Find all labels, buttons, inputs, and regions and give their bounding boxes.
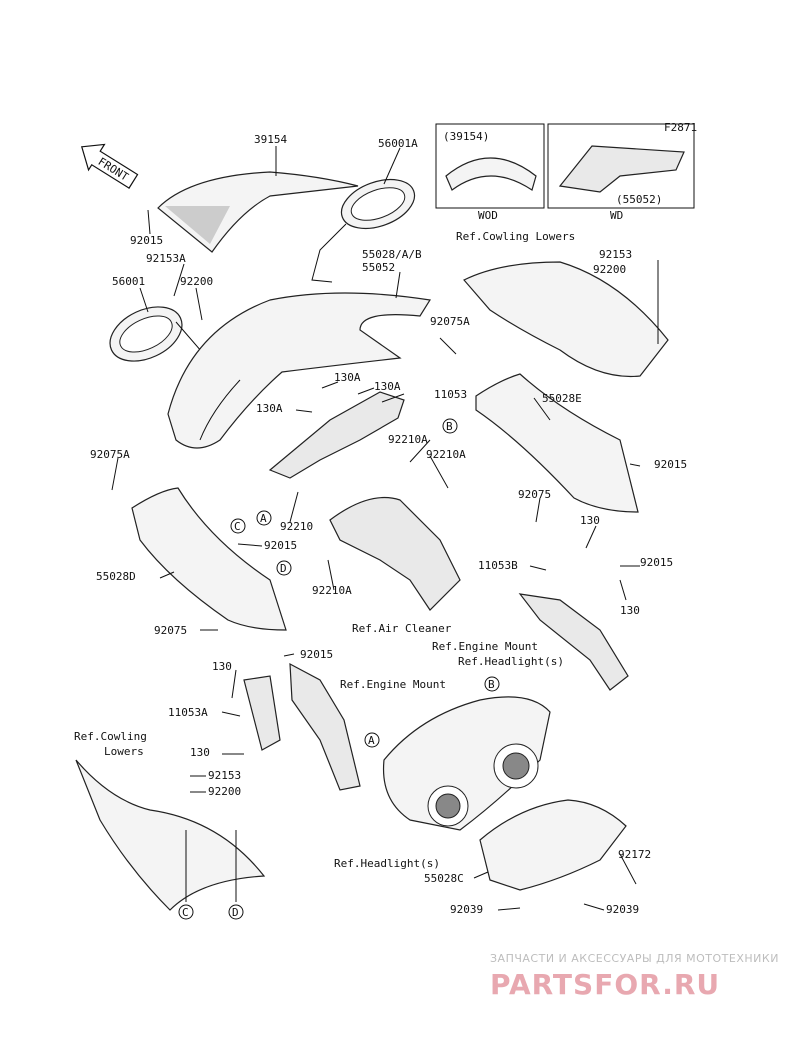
callout-d-upper: D	[276, 560, 292, 576]
watermark-logo: PARTSFOR.RU	[490, 968, 720, 1001]
part-label: 130A	[374, 380, 401, 393]
part-label: 92015	[654, 458, 687, 471]
part-label: 39154	[254, 133, 287, 146]
part-label: 130A	[256, 402, 283, 415]
bracket-11053	[268, 391, 405, 479]
part-label: 92172	[618, 848, 651, 861]
ref-engine-mount-left: Ref.Engine Mount	[340, 678, 446, 691]
part-label: 92210	[280, 520, 313, 533]
bracket-engine-mount-left	[289, 662, 361, 791]
callout-a-upper: A	[256, 510, 272, 526]
part-label: 92015	[264, 539, 297, 552]
part-label: 11053B	[478, 559, 518, 572]
part-label: 92210A	[388, 433, 428, 446]
part-label: 92200	[208, 785, 241, 798]
svg-text:D: D	[280, 562, 287, 575]
part-label: 92200	[180, 275, 213, 288]
part-label: 92075	[154, 624, 187, 637]
part-label: 92153	[599, 248, 632, 261]
callout-c-lower: C	[178, 904, 194, 920]
inner-panel	[329, 496, 461, 611]
ref-cowling-lowers-left-2: Lowers	[104, 745, 144, 758]
part-label: 55028/A/B	[362, 248, 422, 261]
part-label: 92015	[640, 556, 673, 569]
upper-cowl-55028	[167, 292, 431, 449]
svg-text:B: B	[488, 678, 495, 691]
callout-d-lower: D	[228, 904, 244, 920]
part-label: 92039	[606, 903, 639, 916]
ref-cowling-lowers-left-1: Ref.Cowling	[74, 730, 147, 743]
part-label: 55028D	[96, 570, 136, 583]
callout-b-lower: B	[484, 676, 500, 692]
svg-text:D: D	[232, 906, 239, 919]
part-label: 56001	[112, 275, 145, 288]
part-label: 92075A	[430, 315, 470, 328]
bracket-11053a	[243, 675, 281, 751]
panel-55028d	[131, 487, 287, 631]
part-label: 130	[580, 514, 600, 527]
part-label: 11053	[434, 388, 467, 401]
part-label: 55028C	[424, 872, 464, 885]
part-label: 92075A	[90, 448, 130, 461]
inset-wod: (39154) WOD	[435, 123, 545, 222]
part-label: 92153	[208, 769, 241, 782]
headlight-assembly	[382, 696, 551, 831]
front-arrow-icon: FRONT	[80, 143, 139, 189]
part-label: 130	[620, 604, 640, 617]
part-label: 92039	[450, 903, 483, 916]
inset-wd-caption: WD	[610, 209, 623, 222]
part-label: 92015	[300, 648, 333, 661]
ref-cowling-lowers-top: Ref.Cowling Lowers	[456, 230, 575, 243]
bracket-11053b	[518, 593, 629, 691]
watermark-subtitle: ЗАПЧАСТИ И АКСЕССУАРЫ ДЛЯ МОТОТЕХНИКИ	[490, 952, 779, 965]
ref-air-cleaner: Ref.Air Cleaner	[352, 622, 452, 635]
part-label: 130	[190, 746, 210, 759]
part-label: 92075	[518, 488, 551, 501]
part-label: 92200	[593, 263, 626, 276]
panel-55028c	[479, 799, 627, 891]
part-label: 92210A	[312, 584, 352, 597]
cowling-lower-left	[75, 759, 266, 911]
callout-c-upper: C	[230, 518, 246, 534]
figure-id: F2871	[664, 121, 697, 134]
cowling-lower-right	[463, 261, 669, 378]
leader-lines	[111, 146, 659, 911]
part-label: 56001A	[378, 137, 418, 150]
svg-text:A: A	[368, 734, 375, 747]
part-label: 130A	[334, 371, 361, 384]
part-label: 55052	[362, 261, 395, 274]
part-label: 92015	[130, 234, 163, 247]
svg-text:C: C	[182, 906, 189, 919]
part-label: 11053A	[168, 706, 208, 719]
part-label: 92210A	[426, 448, 466, 461]
ref-engine-mount-right: Ref.Engine Mount	[432, 640, 538, 653]
part-label: 130	[212, 660, 232, 673]
callout-a-lower: A	[364, 732, 380, 748]
inset-wod-part: (39154)	[443, 130, 489, 143]
inset-wd: (55052) WD	[547, 123, 695, 222]
inset-wod-caption: WOD	[478, 209, 498, 222]
svg-text:C: C	[234, 520, 241, 533]
callout-b-upper: B	[442, 418, 458, 434]
part-label: 92153A	[146, 252, 186, 265]
panel-55028e	[475, 373, 639, 513]
inset-wd-part: (55052)	[616, 193, 662, 206]
mirror-right-56001a	[311, 178, 416, 283]
ref-headlights-bottom: Ref.Headlight(s)	[334, 857, 440, 870]
svg-text:A: A	[260, 512, 267, 525]
ref-headlights-right: Ref.Headlight(s)	[458, 655, 564, 668]
svg-text:B: B	[446, 420, 453, 433]
part-label: 55028E	[542, 392, 582, 405]
